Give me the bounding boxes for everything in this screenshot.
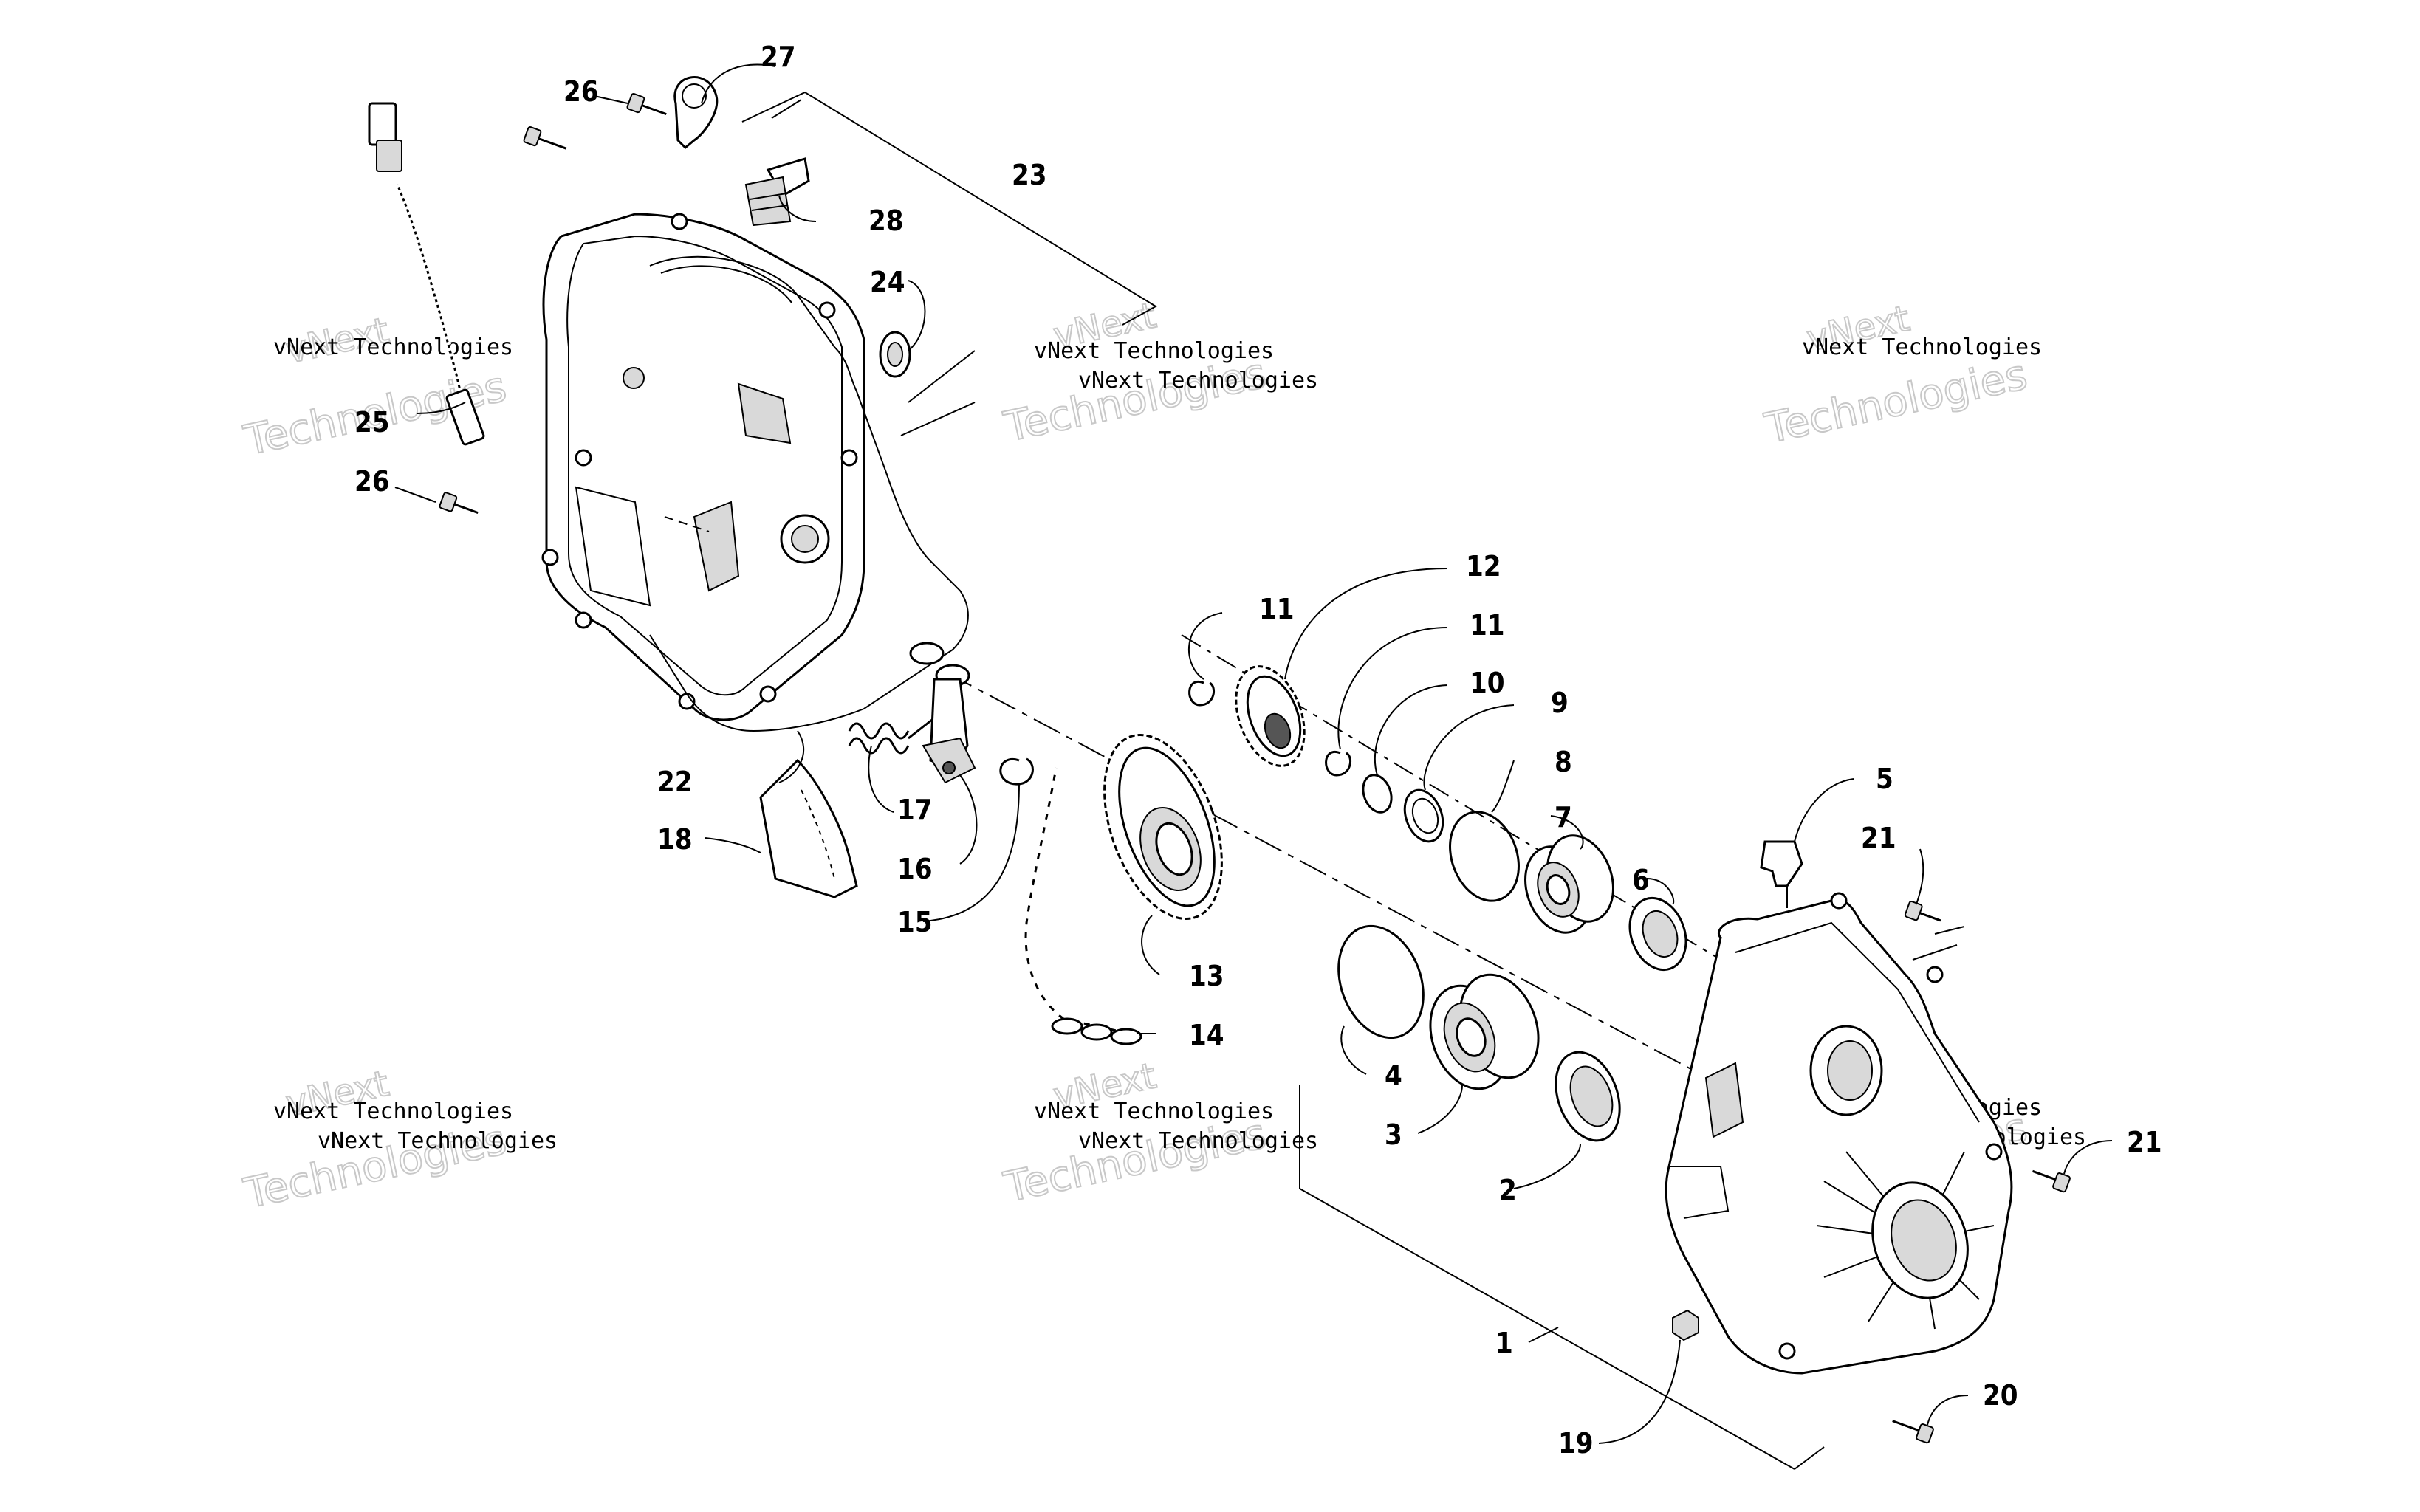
watermark-line2: vNext Technologies [1034,1099,1274,1124]
part-28-drain-plug [744,157,810,227]
callout-26-top: 26 [563,75,599,108]
callout-10: 10 [1470,667,1505,699]
part-3-bearing [1429,973,1540,1090]
part-4-o-ring [1337,924,1425,1040]
callout-4: 4 [1385,1059,1402,1092]
callout-15: 15 [897,906,933,938]
part-20-bolt [1892,1420,1934,1444]
callout-28: 28 [868,205,904,237]
callout-27: 27 [761,41,796,73]
part-2-seal [1555,1051,1621,1142]
watermark-line2: vNext Technologies [1802,334,2042,360]
callout-23: 23 [1012,159,1047,191]
callout-17: 17 [897,794,933,826]
callout-3: 3 [1385,1118,1402,1151]
part-21-bolt-a [1904,901,1941,922]
callout-11-left: 11 [1259,593,1295,625]
callout-6: 6 [1632,864,1650,896]
callout-16: 16 [897,853,933,885]
callouts: 27 26 23 28 24 25 26 22 18 17 16 15 13 1… [354,41,2162,1460]
part-14-drive-chain [1023,767,1142,1045]
callout-18: 18 [657,823,693,856]
part-18-chain-guide [759,758,858,898]
assembly-axis [945,634,1847,1152]
watermark-line2: vNext Technologies [273,334,513,360]
part-11-snap-ring-a [1188,680,1216,707]
watermark-line2: vNext Technologies [318,1128,558,1154]
watermark-line2: vNext Technologies [1078,368,1318,394]
callout-25: 25 [354,406,390,439]
part-12-drive-sprocket [1235,665,1306,767]
callout-9: 9 [1551,687,1569,719]
callout-5: 5 [1876,763,1893,795]
part-10-washer [1362,774,1393,814]
part-9-spacer [1403,788,1444,843]
callout-20: 20 [1983,1379,2018,1412]
watermark-line2: vNext Technologies [1078,1128,1318,1154]
part-23-chaincase-cover [541,213,865,721]
callout-19: 19 [1558,1427,1594,1460]
watermark-line3: Technologies [1000,349,1270,452]
part-24-seal [879,331,911,378]
callout-13: 13 [1189,960,1224,992]
part-6-seal [1628,896,1687,972]
watermark-line2: vNext Technologies [1034,338,1274,364]
callout-2: 2 [1499,1174,1517,1206]
part-11-snap-ring-b [1325,750,1352,777]
part-1-chaincase-housing [1665,892,2013,1375]
callout-8: 8 [1555,746,1572,778]
part-21-bolt-b [2032,1169,2071,1193]
callout-14: 14 [1189,1019,1224,1051]
callout-21-top: 21 [1861,822,1896,854]
callout-12: 12 [1466,550,1501,583]
watermark-line2: vNext Technologies [273,1099,513,1124]
callout-26-bottom: 26 [354,465,390,498]
part-27-clamp [673,76,719,150]
callout-7: 7 [1555,801,1572,834]
part-7-bearing [1524,834,1614,934]
watermark-line3: Technologies [1000,1110,1270,1212]
leader-lines [394,63,2113,1470]
part-25-speed-sensor-harness [368,102,485,446]
callout-24: 24 [870,266,905,298]
part-17-tensioner-spring [848,718,933,755]
part-22-gasket [649,255,969,732]
part-26-bolts [439,93,667,515]
cover-bolt-bosses [541,213,858,710]
watermark-top-right: vNext Technologies [1760,297,2032,453]
part-8-o-ring [1449,811,1520,902]
part-15-snap-ring [999,757,1034,786]
callout-1: 1 [1495,1327,1513,1359]
part-5-vent-fitting [1760,840,1803,908]
part-13-driven-sprocket [1103,734,1223,920]
watermark-line3: Technologies [1761,351,2031,453]
callout-22: 22 [657,766,693,798]
part-16-tensioner-arm [909,642,976,784]
callout-11-right: 11 [1470,609,1505,642]
part-19-nut [1672,1309,1699,1341]
callout-21-right: 21 [2127,1126,2162,1158]
